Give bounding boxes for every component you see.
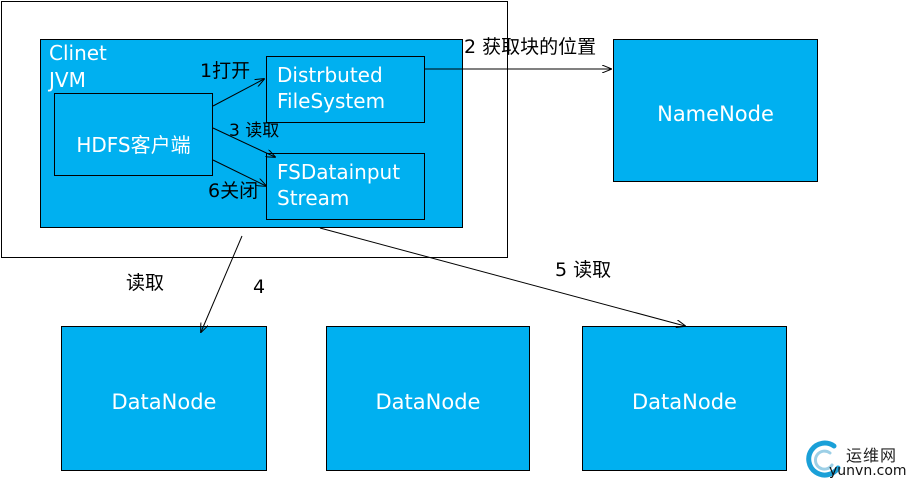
arrow-close xyxy=(212,159,266,186)
label-close: 6关闭 xyxy=(208,180,259,202)
hdfs-client-box: HDFS客户端 xyxy=(54,93,213,176)
namenode-box: NameNode xyxy=(613,39,818,182)
fsdatainputstream-box: FSDatainput Stream xyxy=(266,153,425,220)
label-read-3: 3 读取 xyxy=(229,121,280,141)
watermark-url: yunvn.com xyxy=(829,463,907,479)
label-read-5: 5 读取 xyxy=(555,259,612,281)
client-title-line2: JVM xyxy=(49,68,86,92)
watermark-logo-icon xyxy=(806,440,841,478)
datanode-box-2: DataNode xyxy=(326,326,530,471)
arrow-open xyxy=(212,79,264,107)
client-title-line1: Clinet xyxy=(49,41,107,65)
namenode-label: NameNode xyxy=(657,102,774,126)
distributed-filesystem-box: Distrbuted FileSystem xyxy=(266,56,425,123)
datanode-label-1: DataNode xyxy=(111,390,217,414)
datanode-label-3: DataNode xyxy=(632,390,737,414)
arrow-read xyxy=(212,127,275,157)
label-open: 1打开 xyxy=(200,60,251,82)
arrow-read-datanode3 xyxy=(319,227,685,326)
label-get-locations: 2 获取块的位置 xyxy=(464,36,597,58)
watermark-cn: 运维网 xyxy=(846,446,898,465)
datanode-label-2: DataNode xyxy=(375,390,481,414)
datanode-box-3: DataNode xyxy=(582,326,787,471)
fsdatainputstream-label: FSDatainput Stream xyxy=(277,160,401,210)
datanode-box-1: DataNode xyxy=(61,326,267,471)
arrow-read-datanode1 xyxy=(201,235,243,332)
hdfs-client-label: HDFS客户端 xyxy=(76,133,191,157)
distributed-filesystem-label: Distrbuted FileSystem xyxy=(277,63,386,113)
label-read-4-num: 4 xyxy=(253,276,266,298)
label-read-4-text: 读取 xyxy=(126,272,165,294)
